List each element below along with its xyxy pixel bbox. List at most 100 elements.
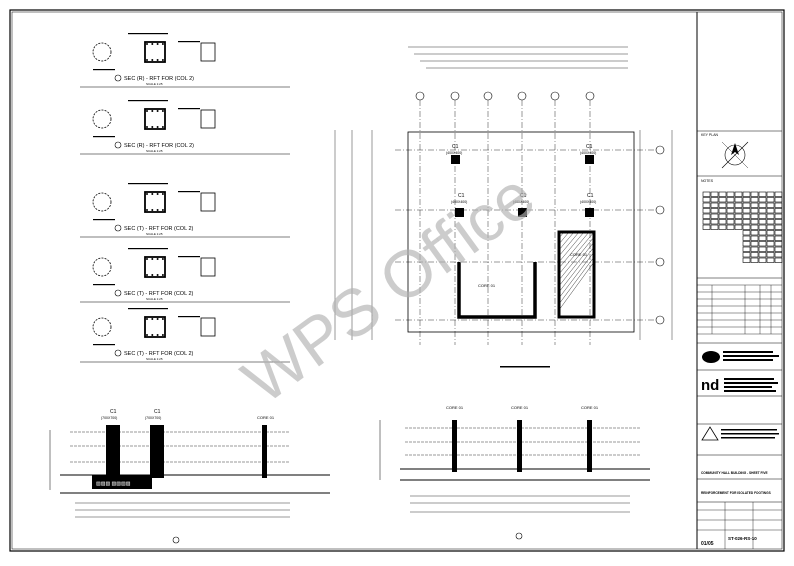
key-plan-block: [766, 241, 775, 247]
key-plan-block: [766, 191, 775, 197]
leader-note: [128, 100, 168, 102]
hatch-line: [558, 251, 595, 299]
round-column-section: [92, 109, 112, 129]
key-plan-block: [702, 224, 711, 230]
rebar-dot: [156, 258, 159, 260]
leader-note: [178, 191, 200, 193]
key-plan-block: [758, 230, 767, 236]
rebar-dot: [161, 126, 164, 128]
elev-right-core2-label: CORE 01: [511, 405, 529, 410]
rebar-dot: [161, 193, 164, 195]
consultant-logo-icon: nd: [701, 377, 719, 394]
leader-note: [178, 108, 200, 110]
elev-right-core3-label: CORE 01: [581, 405, 599, 410]
section-scale: SCALE 1:25: [146, 82, 163, 86]
leader-note: [178, 256, 200, 258]
hatch-line: [558, 231, 565, 239]
key-plan-block: [774, 213, 783, 219]
key-plan-block: [726, 219, 735, 225]
rebar-dot: [156, 318, 159, 320]
key-plan-block: [742, 224, 751, 230]
stirrup-shape: [200, 109, 216, 129]
title-block: KEY PLAN NOTES nd: [697, 130, 783, 549]
rebar-dot: [156, 110, 159, 112]
column-c1-a: [451, 155, 460, 164]
rebar-dot: [161, 258, 164, 260]
elev-left-col1-size: (700X700): [101, 416, 117, 420]
section-label: SEC (R) - RFT FOR (COL 2): [124, 76, 194, 82]
stirrup-shape: [200, 257, 216, 277]
sheet-number: 01/05: [701, 541, 714, 547]
elev-left-col-1: [106, 425, 120, 478]
key-plan-block: [758, 219, 767, 225]
grid-bubble-6: [585, 91, 595, 101]
core-wall-right: [557, 230, 596, 319]
section-scale: SCALE 1:25: [146, 149, 163, 153]
key-plan-block: [750, 202, 759, 208]
section-label: SEC (T) - RFT FOR (COL 2): [124, 226, 194, 232]
key-plan-block: [734, 197, 743, 203]
hatch-line: [558, 231, 585, 263]
elev-left-col1-id: C1: [110, 409, 117, 415]
column-c1-e: [585, 208, 594, 217]
title-block-info-grid: [697, 502, 782, 549]
rebar-dot: [146, 258, 148, 260]
leader-note: [128, 308, 168, 310]
key-plan-label: KEY PLAN: [701, 133, 719, 137]
grid-bubble-r2: [655, 205, 665, 215]
key-plan-block: [742, 213, 751, 219]
key-plan-block: [758, 257, 767, 263]
plan-title-note: [500, 366, 550, 368]
key-plan-block: [758, 208, 767, 214]
rebar-dot: [161, 318, 164, 320]
hatch-line: [558, 241, 595, 287]
section-marker-icon: [114, 349, 122, 357]
rebar-dot: [156, 126, 159, 128]
rebar-dot: [151, 193, 154, 195]
key-plan-block: [774, 224, 783, 230]
key-plan-block: [758, 197, 767, 203]
section-detail-5: SEC (T) - RFT FOR (COL 2)SCALE 1:25: [80, 308, 290, 363]
key-plan-block: [734, 224, 743, 230]
plan-col-label-3: C1: [458, 193, 465, 199]
drawing-number: ST-026-RS-10: [728, 536, 757, 541]
rebar-dot: [156, 59, 159, 61]
inner-border: [11, 11, 783, 550]
stirrup-shape: [200, 192, 216, 212]
section-marker-icon: [114, 141, 122, 149]
dim-note: [93, 344, 115, 346]
rebar-dot: [156, 209, 159, 211]
revision-table: [697, 284, 782, 335]
hatch-line: [558, 261, 595, 311]
key-plan-block: [702, 219, 711, 225]
key-plan-block: [766, 235, 775, 241]
notes-label: NOTES: [701, 179, 714, 183]
key-plan-block: [766, 213, 775, 219]
rebar-dot: [161, 43, 164, 45]
plan-col-size-1: (400X400): [446, 151, 462, 155]
key-plan-block: [710, 191, 719, 197]
round-column-section: [92, 42, 112, 62]
key-plan-block: [742, 235, 751, 241]
key-plan-block: [718, 224, 727, 230]
hatch-line: [558, 236, 595, 281]
rebar-dot: [146, 126, 148, 128]
leader-note: [128, 183, 168, 185]
key-plan-block: [742, 197, 751, 203]
grid-bubble-1: [415, 91, 425, 101]
key-plan-block: [702, 208, 711, 214]
key-plan-block: [742, 252, 751, 258]
grid-bubble-r1: [655, 145, 665, 155]
outer-border: [9, 9, 785, 552]
key-plan-block: [774, 202, 783, 208]
key-plan-block: [774, 191, 783, 197]
key-plan-block: [718, 197, 727, 203]
key-plan-block: [758, 224, 767, 230]
section-scale: SCALE 1:25: [146, 232, 163, 236]
rebar-dot: [146, 334, 148, 336]
key-plan-block: [734, 208, 743, 214]
elev-right-dimension-lines: [379, 420, 640, 540]
warning-icon: [701, 426, 719, 441]
key-plan-block: [766, 230, 775, 236]
leader-note: [128, 248, 168, 250]
